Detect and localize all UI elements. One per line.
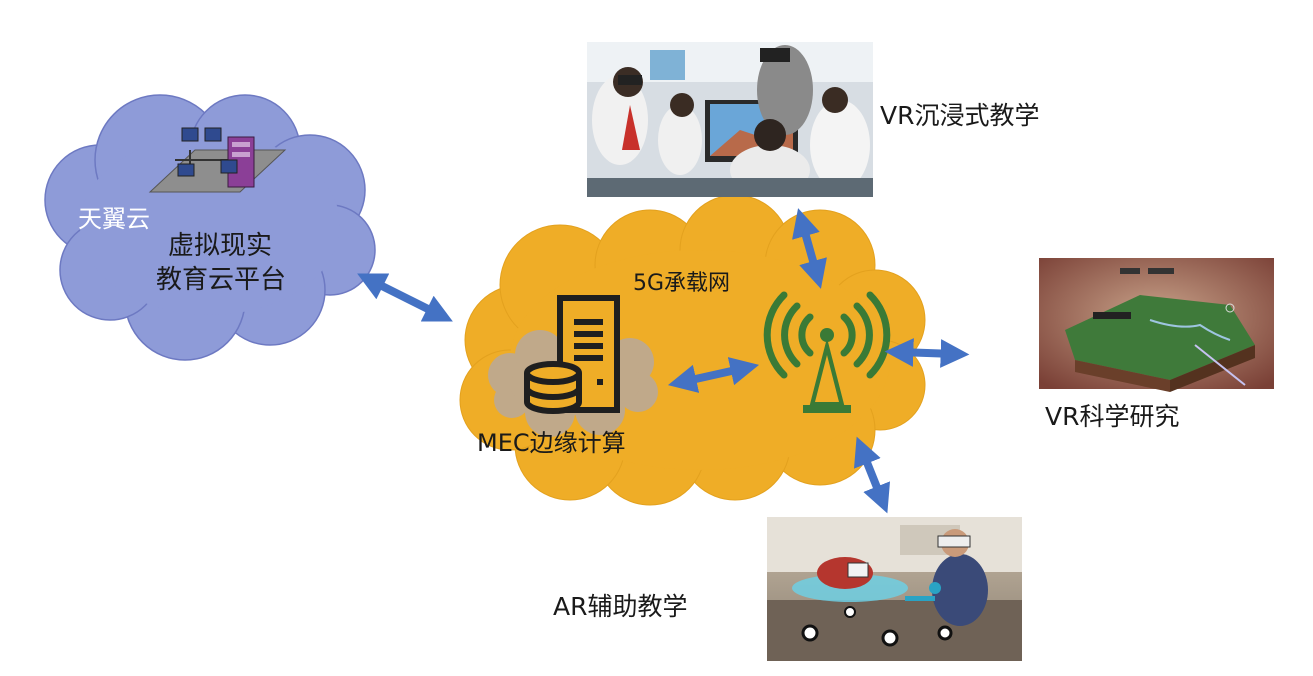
vr-teaching-photo (587, 42, 873, 197)
ar-teaching-label: AR辅助教学 (553, 592, 688, 621)
arrow-mec-antenna (667, 357, 760, 393)
cloud-provider-label: 天翼云 (78, 205, 150, 233)
server-computer-network-icon (148, 127, 287, 193)
arrow-platform-network (357, 273, 453, 322)
platform-title-line1: 虚拟现实 (168, 231, 273, 261)
server-database-icon (524, 295, 620, 414)
vr-research-label: VR科学研究 (1045, 402, 1180, 431)
vr-research-photo (1039, 258, 1274, 392)
antenna-tower-icon (763, 291, 891, 413)
arrow-antenna-ar-teaching (853, 436, 891, 514)
platform-title-line2: 教育云平台 (156, 265, 287, 295)
network-label: 5G承载网 (633, 271, 731, 296)
ar-teaching-photo (767, 517, 1022, 661)
mec-label: MEC边缘计算 (477, 429, 626, 457)
arrow-antenna-vr-teaching (792, 208, 827, 289)
vr-teaching-label: VR沉浸式教学 (880, 101, 1040, 130)
connection-arrows (357, 208, 970, 514)
arrow-antenna-vr-research (884, 338, 970, 368)
